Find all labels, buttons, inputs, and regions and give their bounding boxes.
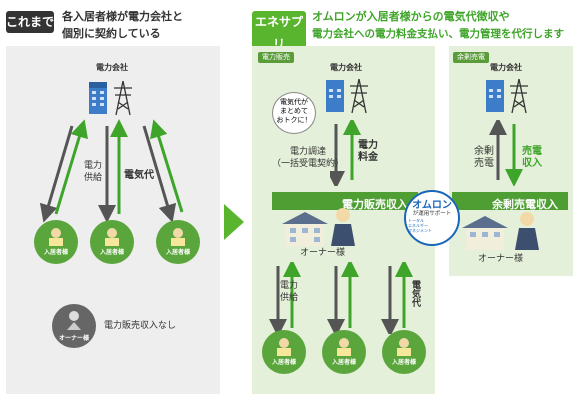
resident-label: 入居者様 <box>99 249 124 256</box>
owner-circle-gray: オーナー様 <box>52 304 96 348</box>
left-arrows <box>39 119 184 223</box>
panel-tag-sales: 電力販売 <box>258 52 294 63</box>
power-tower-icon <box>350 78 368 114</box>
surplus-income-band: 余剰売電収入 <box>452 192 568 211</box>
procure-label: 電力調達 （一括受電契約） <box>272 147 345 169</box>
building-icon <box>89 82 107 114</box>
right-bottom-arrows <box>269 262 413 334</box>
right-company-label-2: 電力会社 <box>490 63 522 72</box>
owner-label: オーナー様 <box>58 335 89 342</box>
panel-tag-surplus: 余剰売電 <box>453 52 489 63</box>
power-tower-icon <box>114 80 132 116</box>
resident-label: 入居者様 <box>43 249 68 256</box>
sale-income-label: 売電 収入 <box>522 146 542 169</box>
apartment-icon <box>282 212 328 246</box>
omron-logo-text: オムロン <box>412 200 452 211</box>
resident-circle-4: 入居者様 <box>262 330 306 374</box>
omron-circle: オムロン が運用サポート トータル エネルギー マネジメント <box>404 190 460 246</box>
no-revenue-label: 電力販売収入なし <box>104 321 177 331</box>
resident-circle-2: 入居者様 <box>90 220 134 264</box>
resident-icon <box>105 228 119 246</box>
resident-icon <box>337 338 351 356</box>
right-company-label: 電力会社 <box>330 63 362 72</box>
chevron-right-icon <box>224 204 244 240</box>
owner-icon <box>67 311 81 330</box>
omron-sub-text: が運用サポート <box>412 211 452 217</box>
resident-icon <box>277 338 291 356</box>
left-heading-2: 個別に契約している <box>62 27 161 40</box>
resident-icon <box>49 228 63 246</box>
right-heading-1: オムロンが入居者様からの電気代徴収や <box>312 10 510 23</box>
resident-label: 入居者様 <box>331 359 356 366</box>
surplus-sale-label: 余剰 売電 <box>474 146 494 169</box>
resident-icon <box>397 338 411 356</box>
owner-label-2: オーナー様 <box>478 254 524 264</box>
resident-label: 入居者様 <box>271 359 296 366</box>
resident-circle-1: 入居者様 <box>34 220 78 264</box>
left-supply-label: 電力 供給 <box>84 161 103 183</box>
building-icon <box>486 80 504 112</box>
resident-circle-6: 入居者様 <box>382 330 426 374</box>
right-supply-label: 電力 供給 <box>280 281 299 303</box>
left-fee-label: 電気代 <box>124 170 154 181</box>
apartment-icon <box>462 216 508 250</box>
owner-icon <box>331 208 355 246</box>
left-heading-1: 各入居者様が電力会社と <box>62 10 183 23</box>
right-heading-2: 電力会社への電力料金支払い、電力管理を代行します <box>312 28 564 40</box>
owner-icon <box>515 212 539 250</box>
power-fee-label: 電力 料金 <box>358 140 378 163</box>
power-tower-icon <box>510 78 528 114</box>
right-top-arrows <box>330 120 523 186</box>
right-fee-label: 電気代 <box>410 280 420 307</box>
left-company-label: 電力会社 <box>96 63 128 72</box>
resident-label: 入居者様 <box>391 359 416 366</box>
sales-income-band: 電力販売収入 <box>272 192 418 211</box>
resident-label: 入居者様 <box>165 249 190 256</box>
building-icon <box>326 80 344 112</box>
resident-icon <box>171 228 185 246</box>
surplus-income-label: 余剰売電収入 <box>492 198 558 211</box>
owner-label-1: オーナー様 <box>300 248 346 258</box>
speech-bubble: 電気代が まとめて おトクに！ <box>272 92 316 134</box>
tem-label: トータル エネルギー マネジメント <box>408 218 432 233</box>
resident-circle-5: 入居者様 <box>322 330 366 374</box>
sales-income-label: 電力販売収入 <box>342 198 408 211</box>
tag-before: これまで <box>6 11 54 33</box>
resident-circle-3: 入居者様 <box>156 220 200 264</box>
